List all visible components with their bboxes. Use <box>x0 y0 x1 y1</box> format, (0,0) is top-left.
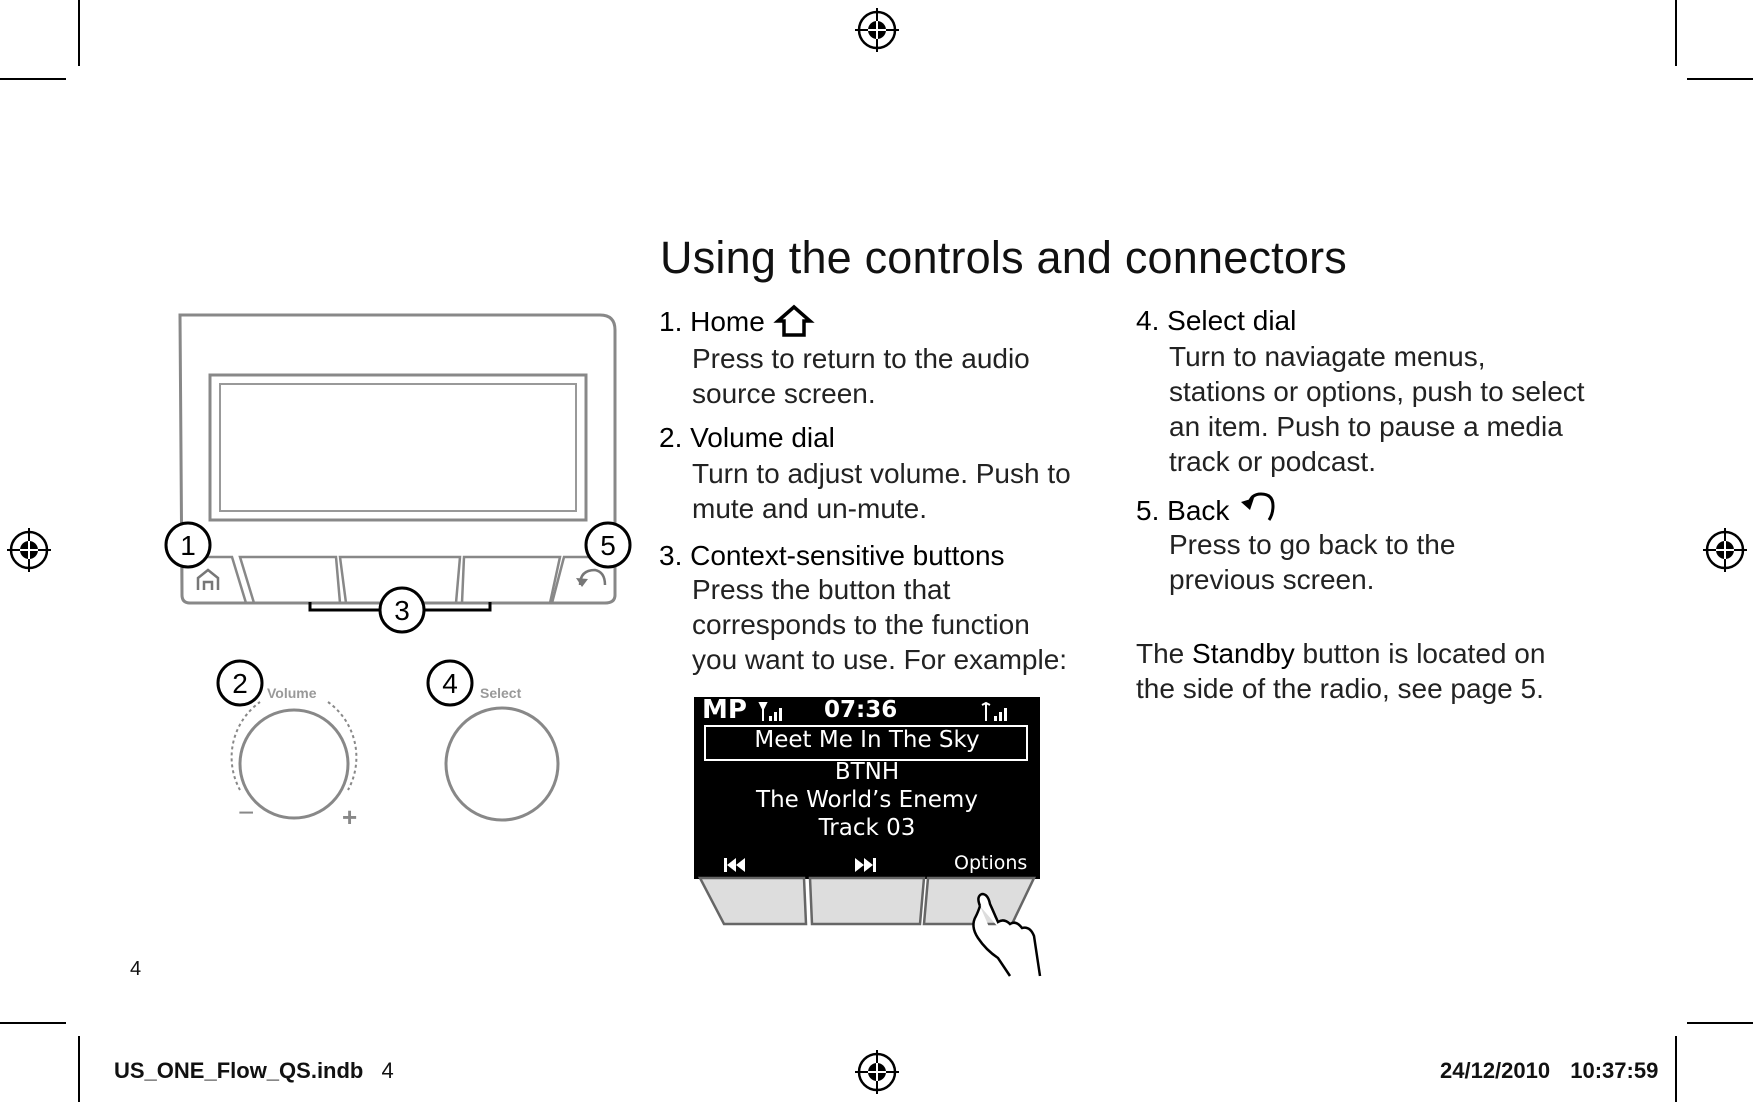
registration-mark-icon <box>1703 528 1747 572</box>
standby-note-suffix: button is located on the side of the rad… <box>1136 638 1546 704</box>
crop-mark <box>1675 0 1677 66</box>
item-back: 5. Back Press to go back to the previous… <box>1136 490 1616 597</box>
item-number: 4. <box>1136 305 1160 336</box>
callout-2: 2 <box>216 659 264 707</box>
radio-body <box>178 313 617 605</box>
home-icon <box>196 568 220 590</box>
soft-button-shape <box>697 876 808 926</box>
registration-mark-icon <box>855 1050 899 1094</box>
signal-strength-icon <box>758 702 782 721</box>
item-label: Select dial <box>1167 305 1297 336</box>
item-number: 3. <box>659 540 683 571</box>
footer-date: 24/12/2010 <box>1440 1058 1551 1083</box>
footer-timestamp: 24/12/2010 10:37:59 <box>1440 1058 1658 1084</box>
volume-plus: + <box>342 802 357 832</box>
crop-mark <box>78 1036 80 1102</box>
page-title: Using the controls and connectors <box>660 232 1347 283</box>
volume-label: Volume <box>267 685 317 701</box>
select-dial <box>444 706 560 822</box>
lcd-line-2: BTNH <box>834 759 900 785</box>
callout-2-number: 2 <box>232 668 248 699</box>
lcd-screen-example: MP 07:36 Meet Me In The Sky BTNH The Wor… <box>694 695 1040 879</box>
footer-file-page: 4 <box>381 1058 394 1083</box>
back-button-shape <box>550 555 617 605</box>
item-select-dial: 4. Select dial Turn to naviagate menus, … <box>1136 305 1616 479</box>
footer-time: 10:37:59 <box>1570 1058 1659 1083</box>
page-number: 4 <box>130 958 142 980</box>
callout-4: 4 <box>426 659 474 707</box>
item-description: Turn to adjust volume. Push to mute and … <box>692 458 1071 524</box>
crop-mark <box>78 0 80 66</box>
item-description: Turn to naviagate menus, stations or opt… <box>1169 341 1585 477</box>
item-number: 1. <box>659 306 683 337</box>
callout-5-number: 5 <box>600 530 616 561</box>
registration-mark-icon <box>7 528 51 572</box>
previous-track-icon <box>724 858 745 872</box>
item-number: 2. <box>659 422 683 453</box>
item-description: Press the button that corresponds to the… <box>692 574 1068 675</box>
item-description: Press to return to the audio source scre… <box>692 343 1030 409</box>
radio-display <box>208 373 588 522</box>
callout-3-number: 3 <box>394 595 410 626</box>
lcd-highlight-box <box>704 725 1028 761</box>
item-description: Press to go back to the previous screen. <box>1169 529 1456 595</box>
callout-5: 5 <box>584 521 632 569</box>
soft-button-shape <box>238 555 342 605</box>
soft-button-shape <box>460 555 562 605</box>
crop-mark <box>0 1022 66 1024</box>
callout-3: 3 <box>378 586 426 634</box>
callout-1-number: 1 <box>180 530 196 561</box>
home-icon <box>772 304 815 337</box>
item-context-buttons: 3. Context-sensitive buttons Press the b… <box>659 540 1099 677</box>
item-label: Home <box>690 306 765 337</box>
back-icon <box>578 568 607 586</box>
volume-minus: − <box>238 797 254 828</box>
select-label: Select <box>480 685 522 701</box>
lcd-time: 07:36 <box>824 697 898 723</box>
lcd-line-4: Track 03 <box>818 815 916 841</box>
radio-diagram: 1 5 3 − + Volume 2 Select 4 <box>164 313 632 832</box>
standby-keyword: Standby <box>1192 638 1295 669</box>
crop-mark <box>1687 1022 1753 1024</box>
next-track-icon <box>855 858 876 872</box>
item-number: 5. <box>1136 495 1160 526</box>
lcd-options: Options <box>954 852 1028 874</box>
lcd-line-1: Meet Me In The Sky <box>754 727 980 753</box>
standby-note-prefix: The <box>1136 638 1193 669</box>
item-label: Volume dial <box>690 422 835 453</box>
lcd-source: MP <box>702 695 747 725</box>
crop-mark <box>0 78 66 80</box>
footer-filename: US_ONE_Flow_QS.indb 4 <box>114 1058 394 1084</box>
soft-button-shape <box>338 555 462 605</box>
item-volume-dial: 2. Volume dial Turn to adjust volume. Pu… <box>659 422 1099 526</box>
crop-mark <box>1675 1036 1677 1102</box>
item-label: Context-sensitive buttons <box>690 540 1005 571</box>
context-buttons-example <box>697 876 1042 977</box>
registration-mark-icon <box>855 8 899 52</box>
callout-1: 1 <box>164 521 212 569</box>
soft-button-shape <box>808 876 926 926</box>
back-icon <box>1241 492 1275 521</box>
volume-dial <box>238 708 350 820</box>
pointing-hand-icon <box>972 892 1042 977</box>
callout-4-number: 4 <box>442 668 458 699</box>
wifi-signal-icon <box>981 701 1007 721</box>
lcd-line-3: The World’s Enemy <box>756 787 978 813</box>
item-label: Back <box>1167 495 1230 526</box>
crop-mark <box>1687 78 1753 80</box>
footer-file-name: US_ONE_Flow_QS.indb <box>114 1058 364 1083</box>
home-button-shape <box>180 555 248 605</box>
item-home: 1. Home Press to return to the audio sou… <box>659 303 1099 411</box>
standby-note: The Standby button is located on the sid… <box>1136 636 1586 706</box>
